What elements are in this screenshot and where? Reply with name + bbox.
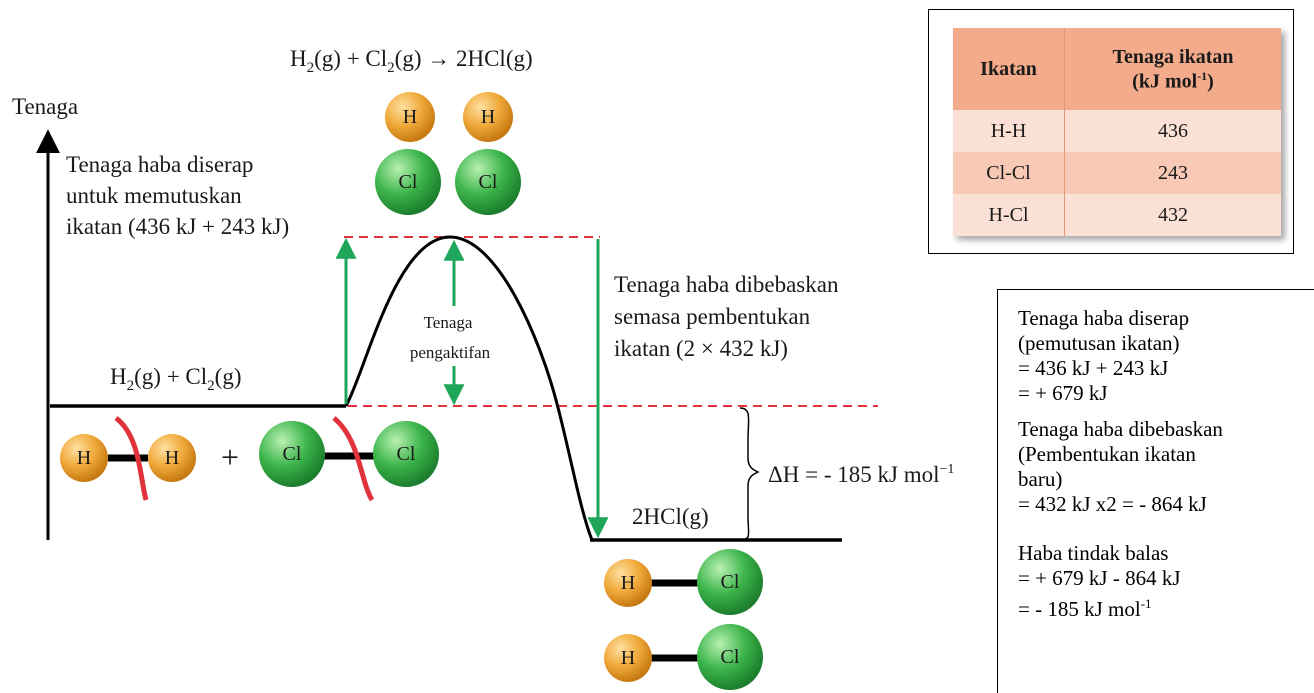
- table-row: Cl-Cl 243: [953, 152, 1281, 194]
- reactants-label: H2(g) + Cl2(g): [110, 364, 241, 394]
- absorbed-label-line-3: ikatan (436 kJ + 243 kJ): [66, 214, 289, 239]
- separated-atoms: H H Cl Cl: [375, 92, 521, 215]
- cell-bond: Cl-Cl: [953, 152, 1066, 194]
- header-bond-energy: Tenaga ikatan (kJ mol-1): [1064, 28, 1281, 110]
- header-bond-energy-line-1: Tenaga ikatan: [1112, 45, 1234, 68]
- cell-bond: H-Cl: [953, 194, 1066, 236]
- calc-line: = + 679 kJ - 864 kJ: [1018, 566, 1181, 590]
- bond-break-mark-icon: [114, 416, 149, 501]
- released-calculation: Tenaga haba dibebaskan (Pembentukan ikat…: [1018, 417, 1304, 517]
- reactant-molecules: H H + Cl Cl: [60, 416, 439, 502]
- bond-energy-table: Ikatan Tenaga ikatan (kJ mol-1) H-H 436 …: [953, 28, 1281, 236]
- calc-line: = 432 kJ x2 = - 864 kJ: [1018, 492, 1207, 516]
- reaction-heat-value: = - 185 kJ mol: [1018, 597, 1141, 621]
- atom-symbol: Cl: [397, 443, 416, 465]
- calc-line: = + 679 kJ: [1018, 381, 1108, 405]
- atom-symbol: H: [403, 106, 417, 128]
- cell-energy: 436: [1064, 110, 1281, 152]
- hydrogen-atom-icon: [60, 434, 108, 482]
- table-row: H-Cl 432: [953, 194, 1281, 236]
- cell-energy: 243: [1064, 152, 1281, 194]
- atom-symbol: Cl: [399, 171, 418, 193]
- hydrogen-atom-icon: [385, 92, 435, 142]
- chlorine-atom-icon: [259, 421, 325, 487]
- y-axis-label: Tenaga: [12, 94, 78, 119]
- released-label-line-1: Tenaga haba dibebaskan: [614, 272, 839, 297]
- energy-curve: [344, 235, 594, 541]
- reaction-heat-sup: -1: [1140, 596, 1152, 611]
- absorbed-label-line-1: Tenaga haba diserap: [66, 152, 253, 177]
- calc-line: Tenaga haba diserap: [1018, 306, 1190, 330]
- calculation-panel: Tenaga haba diserap (pemutusan ikatan) =…: [997, 289, 1314, 693]
- atom-symbol: H: [621, 647, 635, 669]
- calc-line: Tenaga haba dibebaskan: [1018, 417, 1223, 441]
- calc-line: Haba tindak balas: [1018, 541, 1169, 565]
- hydrogen-atom-icon: [148, 434, 196, 482]
- chlorine-atom-icon: [373, 421, 439, 487]
- bond-break-mark-icon: [332, 416, 375, 502]
- delta-h-label: ΔH = - 185 kJ mol−1: [768, 462, 954, 487]
- chlorine-atom-icon: [375, 149, 441, 215]
- delta-h-brace: [739, 407, 760, 541]
- table-row: H-H 436: [953, 110, 1281, 152]
- released-label-line-3: ikatan (2 × 432 kJ): [614, 336, 788, 361]
- bond-energy-table-panel: Ikatan Tenaga ikatan (kJ mol-1) H-H 436 …: [928, 9, 1294, 254]
- absorbed-calculation: Tenaga haba diserap (pemutusan ikatan) =…: [1018, 306, 1304, 406]
- cell-energy: 432: [1064, 194, 1281, 236]
- calc-line: (pemutusan ikatan): [1018, 331, 1180, 355]
- product-molecules: H Cl H Cl: [604, 549, 763, 690]
- chlorine-atom-icon: [697, 549, 763, 615]
- plus-sign: +: [221, 439, 239, 475]
- header-unit-part-1: (kJ mol: [1132, 70, 1198, 93]
- products-label: 2HCl(g): [632, 504, 709, 529]
- calc-line: baru): [1018, 467, 1063, 491]
- absorbed-label-line-2: untuk memutuskan: [66, 183, 242, 208]
- calc-line: = 436 kJ + 243 kJ: [1018, 356, 1169, 380]
- reaction-equation: H2(g) + Cl2(g) → 2HCl(g): [290, 46, 533, 76]
- atom-symbol: H: [481, 106, 495, 128]
- header-unit-part-2: ): [1207, 70, 1214, 93]
- activation-label-line-1: Tenaga: [424, 313, 473, 332]
- hydrogen-atom-icon: [463, 92, 513, 142]
- chlorine-atom-icon: [455, 149, 521, 215]
- hydrogen-atom-icon: [604, 559, 652, 607]
- atom-symbol: Cl: [721, 571, 740, 593]
- hydrogen-atom-icon: [604, 634, 652, 682]
- atom-symbol: H: [165, 447, 179, 469]
- atom-symbol: Cl: [479, 171, 498, 193]
- header-unit-sup: -1: [1197, 68, 1208, 83]
- released-label-line-2: semasa pembentukan: [614, 304, 811, 329]
- cell-bond: H-H: [953, 110, 1066, 152]
- reaction-heat-calculation: Haba tindak balas = + 679 kJ - 864 kJ = …: [1018, 541, 1304, 622]
- calc-line: = - 185 kJ mol-1: [1018, 591, 1304, 622]
- activation-label-line-2: pengaktifan: [410, 343, 491, 362]
- header-bond: Ikatan: [953, 28, 1066, 110]
- atom-symbol: Cl: [721, 646, 740, 668]
- chlorine-atom-icon: [697, 624, 763, 690]
- atom-symbol: H: [77, 447, 91, 469]
- atom-symbol: H: [621, 572, 635, 594]
- atom-symbol: Cl: [283, 443, 302, 465]
- calc-line: (Pembentukan ikatan: [1018, 442, 1196, 466]
